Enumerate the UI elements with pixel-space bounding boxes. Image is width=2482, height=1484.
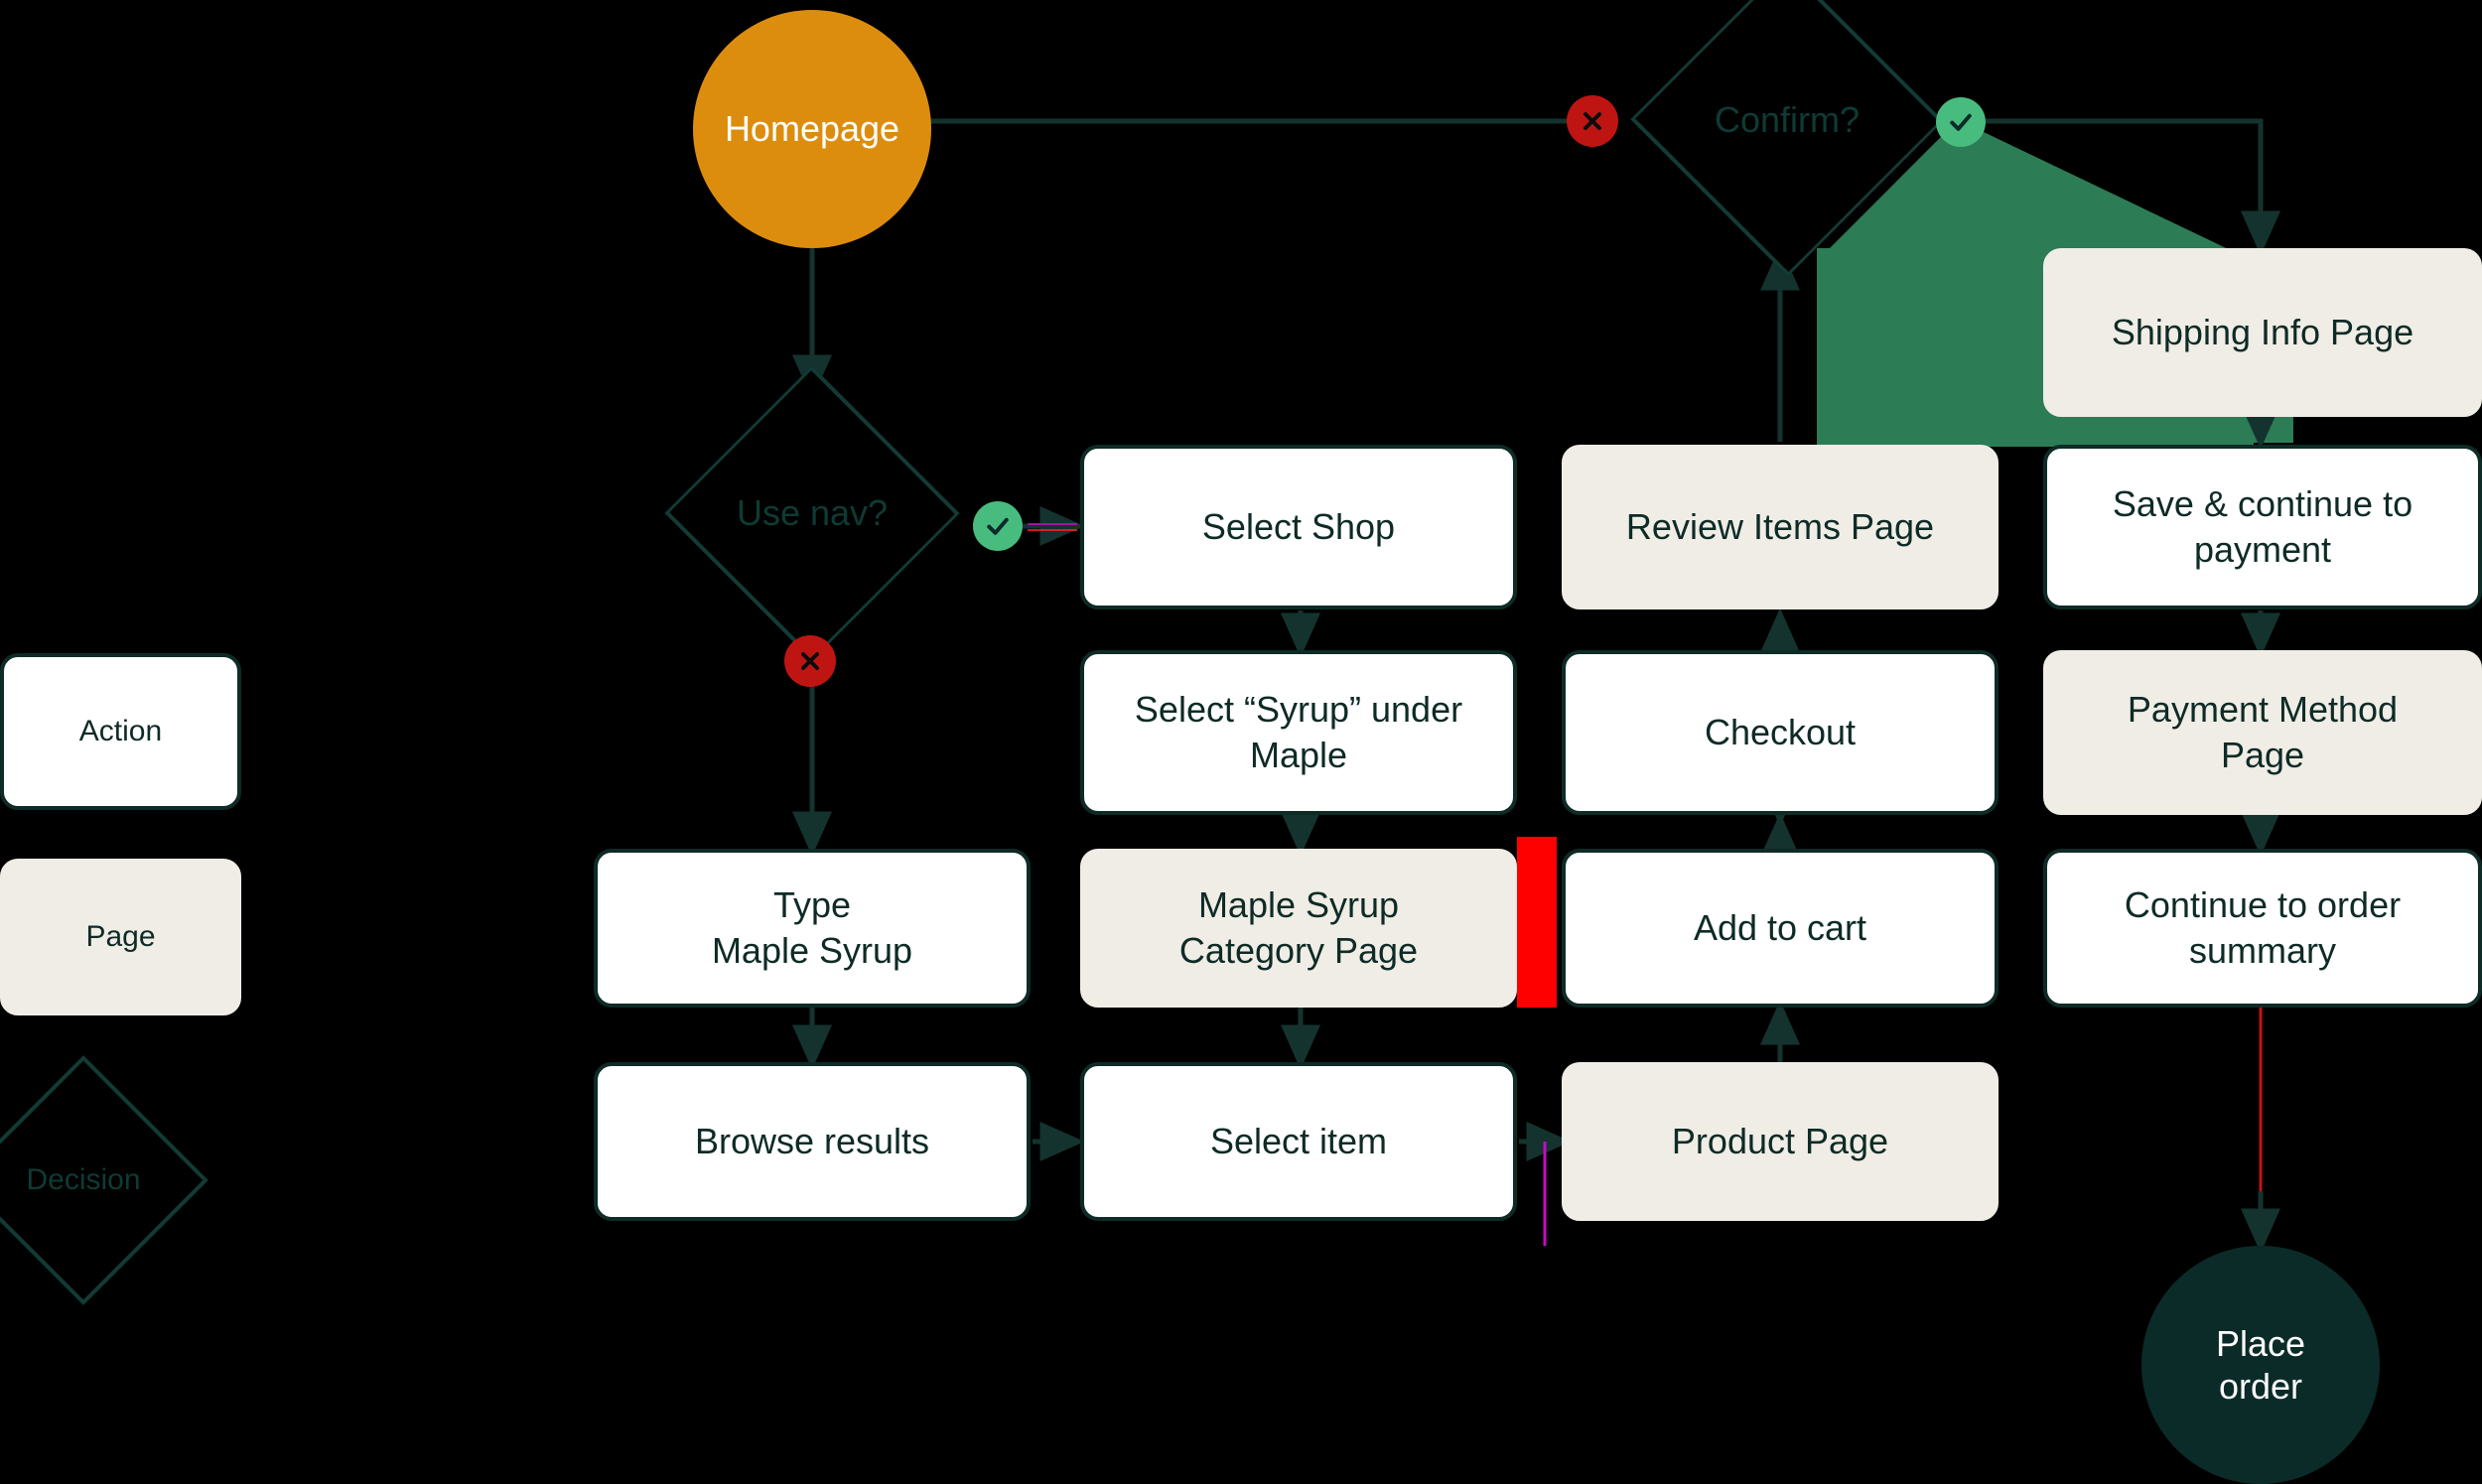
node-continue-order-summary[interactable]: Continue to order summary — [2043, 849, 2482, 1008]
legend-item-action: Action — [0, 653, 241, 810]
node-product-page[interactable]: Product Page — [1562, 1062, 1999, 1221]
node-select-item[interactable]: Select item — [1080, 1062, 1517, 1221]
red-marker-bar — [1517, 837, 1557, 1008]
node-type-maple-syrup[interactable]: Type Maple Syrup — [594, 849, 1031, 1008]
legend-decision-label: Decision — [26, 1163, 141, 1196]
node-checkout[interactable]: Checkout — [1562, 650, 1999, 815]
node-confirm-label: Confirm? — [1714, 99, 1861, 140]
node-place-order-label: Place order — [2215, 1322, 2306, 1407]
legend-item-decision: Decision — [0, 1055, 208, 1305]
node-select-shop-label: Select Shop — [1201, 505, 1396, 547]
node-homepage[interactable]: Homepage — [693, 10, 931, 248]
node-payment-method-page[interactable]: Payment Method Page — [2043, 650, 2482, 815]
node-add-to-cart-label: Add to cart — [1693, 906, 1867, 948]
node-shipping-info-page-label: Shipping Info Page — [2111, 311, 2414, 352]
legend-page-label: Page — [85, 919, 156, 953]
node-type-maple-syrup-label: Type Maple Syrup — [711, 883, 913, 971]
badge-confirm-no — [1567, 95, 1618, 147]
node-browse-results-label: Browse results — [694, 1120, 930, 1161]
badge-confirm-yes — [1936, 97, 1986, 147]
node-select-shop[interactable]: Select Shop — [1080, 445, 1517, 609]
node-continue-order-summary-label: Continue to order summary — [2124, 883, 2402, 971]
node-homepage-label: Homepage — [724, 108, 900, 150]
legend-item-page: Page — [0, 859, 241, 1015]
node-select-syrup-label: Select “Syrup” under Maple — [1134, 688, 1463, 775]
node-browse-results[interactable]: Browse results — [594, 1062, 1031, 1221]
node-review-items-page-label: Review Items Page — [1625, 505, 1935, 547]
node-maple-syrup-category-page[interactable]: Maple Syrup Category Page — [1080, 849, 1517, 1008]
node-save-continue-payment-label: Save & continue to payment — [2112, 482, 2413, 570]
node-shipping-info-page[interactable]: Shipping Info Page — [2043, 248, 2482, 417]
node-confirm[interactable]: Confirm? — [1628, 0, 1946, 277]
node-add-to-cart[interactable]: Add to cart — [1562, 849, 1999, 1008]
node-select-syrup[interactable]: Select “Syrup” under Maple — [1080, 650, 1517, 815]
legend-action-label: Action — [78, 714, 163, 747]
node-payment-method-page-label: Payment Method Page — [2127, 688, 2399, 775]
node-use-nav[interactable]: Use nav? — [664, 365, 960, 661]
node-product-page-label: Product Page — [1671, 1120, 1889, 1161]
node-select-item-label: Select item — [1209, 1120, 1388, 1161]
node-maple-syrup-category-page-label: Maple Syrup Category Page — [1178, 883, 1419, 971]
node-place-order[interactable]: Place order — [2141, 1246, 2380, 1484]
node-checkout-label: Checkout — [1704, 711, 1857, 752]
node-review-items-page[interactable]: Review Items Page — [1562, 445, 1999, 609]
badge-use-nav-yes — [973, 501, 1023, 551]
badge-use-nav-no — [784, 635, 836, 687]
node-use-nav-label: Use nav? — [736, 492, 889, 533]
node-save-continue-payment[interactable]: Save & continue to payment — [2043, 445, 2482, 609]
